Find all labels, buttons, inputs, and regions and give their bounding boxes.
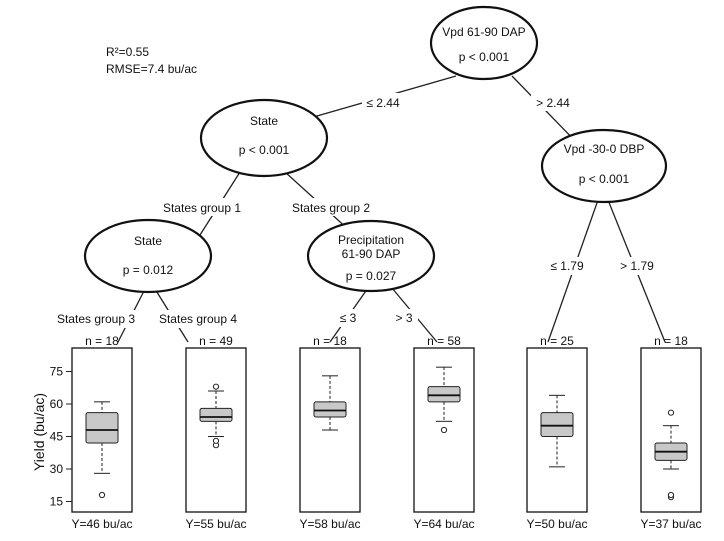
node-vpd30-p: p < 0.001 (579, 172, 630, 186)
box-iqr (313, 401, 347, 418)
outlier-point (667, 409, 675, 416)
boxplot-panel: n = 49 Y=55 bu/ac (185, 334, 247, 531)
node-vpd30-title: Vpd -30-0 DBP (564, 142, 645, 156)
panel-n-label: n = 58 (427, 334, 461, 348)
outlier-point (667, 491, 675, 499)
node-precip-title-line1: Precipitation (338, 233, 404, 247)
boxplot-panel: n = 25 Y=50 bu/ac (526, 334, 588, 531)
panel-frame (185, 347, 247, 513)
y-axis-tick-label: 75 (50, 365, 64, 379)
panel-n-label: n = 18 (654, 334, 688, 348)
edge-label-bg (615, 257, 659, 275)
edge-label-bg (50, 310, 142, 328)
edge-label-bg (154, 310, 242, 328)
y-axis-label: Yield (bu/ac) (31, 393, 47, 471)
box-iqr (427, 386, 461, 403)
node-state2-p: p = 0.012 (123, 263, 174, 277)
node-state1-title: State (250, 114, 278, 128)
box-iqr (85, 412, 119, 444)
edge-label-bg (390, 309, 418, 327)
edge-label-bg (531, 93, 575, 111)
outlier-point (440, 426, 448, 434)
boxplot-panel: n = 58 Y=64 bu/ac (413, 334, 475, 531)
outlier-point (98, 491, 106, 499)
panel-n-label: n = 18 (85, 334, 119, 348)
edge-label-state2-left: States group 3 (57, 312, 135, 326)
edge-label-state1-left: States group 1 (163, 201, 241, 215)
y-axis-tick-label: 45 (50, 430, 64, 444)
edge-label-vpd30-right: > 1.79 (620, 259, 654, 273)
panel-yield-label: Y=58 bu/ac (299, 517, 360, 531)
edge-label-precip-left: ≤ 3 (340, 311, 357, 325)
edge-label-root-right: > 2.44 (536, 96, 570, 110)
node-precip-p: p = 0.027 (346, 269, 397, 283)
boxplot-panel: n = 18 Y=46 bu/ac (71, 334, 133, 531)
node-state1: State p < 0.001 (199, 98, 329, 178)
node-vpd30-ellipse (540, 128, 668, 204)
edge-label-bg (545, 257, 589, 275)
boxplot-panel: n = 18 Y=58 bu/ac (299, 334, 361, 531)
panel-n-label: n = 25 (540, 334, 574, 348)
node-state2-ellipse (83, 218, 213, 294)
boxplot-panel: n = 18 Y=37 bu/ac (640, 334, 702, 531)
y-axis-tick-label: 15 (50, 495, 64, 509)
r-squared-label: R²=0.55 (106, 45, 149, 59)
panel-yield-label: Y=50 bu/ac (526, 517, 587, 531)
node-state2-title: State (134, 234, 162, 248)
node-state2: State p = 0.012 (83, 218, 213, 294)
edge-label-vpd30-left: ≤ 1.79 (550, 259, 584, 273)
node-state1-p: p < 0.001 (239, 143, 290, 157)
outlier-point (212, 383, 220, 390)
edge-label-bg (362, 93, 404, 111)
outlier-point (212, 437, 220, 444)
panel-yield-label: Y=46 bu/ac (71, 517, 132, 531)
panel-yield-label: Y=55 bu/ac (185, 517, 246, 531)
node-root-title: Vpd 61-90 DAP (442, 25, 525, 39)
panel-n-label: n = 49 (199, 334, 233, 348)
edge-label-precip-right: > 3 (395, 311, 412, 325)
box-iqr (540, 412, 574, 437)
boxplot-panels: n = 18 Y=46 bu/ac n = 49 Y=55 bu/ac n = 18 Y=… (50, 334, 702, 531)
panel-yield-label: Y=64 bu/ac (413, 517, 474, 531)
node-vpd30: Vpd -30-0 DBP p < 0.001 (540, 128, 668, 204)
rmse-label: RMSE=7.4 bu/ac (106, 62, 197, 76)
panel-n-label: n = 18 (313, 334, 347, 348)
edge-label-state1-right: States group 2 (292, 201, 370, 215)
panel-frame (640, 347, 702, 513)
node-root-p: p < 0.001 (459, 50, 510, 64)
edge-label-bg (143, 198, 261, 216)
edge-label-bg (272, 198, 390, 216)
edge-label-state2-right: States group 4 (159, 312, 237, 326)
node-precip-title-line2: 61-90 DAP (342, 247, 401, 261)
node-precip: Precipitation 61-90 DAP p = 0.027 (306, 219, 436, 293)
edge-label-bg (334, 309, 362, 327)
y-axis-tick-label: 30 (50, 462, 64, 476)
node-state1-ellipse (199, 98, 329, 178)
node-root: Vpd 61-90 DAP p < 0.001 (429, 5, 539, 81)
box-iqr (199, 407, 233, 422)
node-precip-ellipse (306, 219, 436, 293)
y-axis-tick-label: 60 (50, 397, 64, 411)
node-root-ellipse (429, 5, 539, 81)
panel-yield-label: Y=37 bu/ac (640, 517, 701, 531)
edge-label-root-left: ≤ 2.44 (366, 96, 400, 110)
